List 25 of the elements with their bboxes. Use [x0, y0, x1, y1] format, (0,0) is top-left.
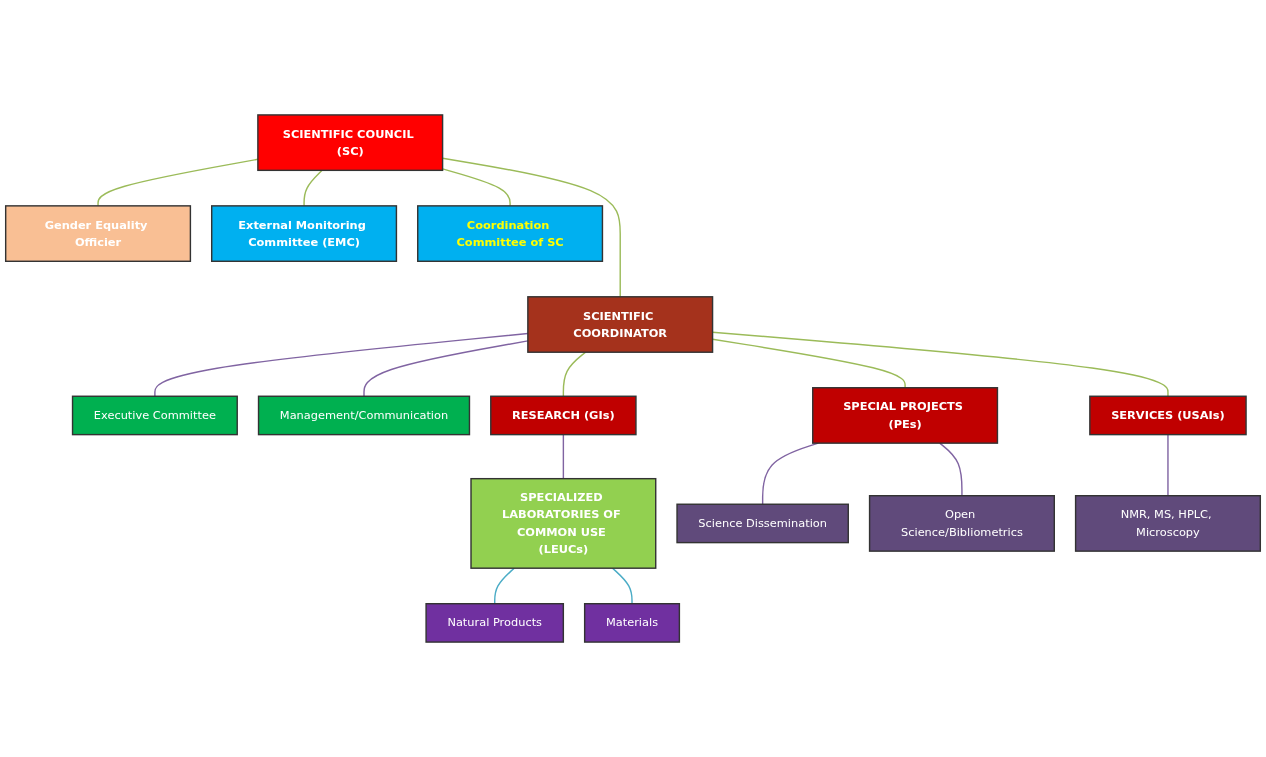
node-box: Gender Equality Officier [4, 205, 192, 262]
connector [1167, 433, 1169, 497]
connector [562, 433, 565, 480]
connector [441, 168, 511, 207]
node-box: Executive Committee [71, 395, 238, 436]
node-box: Science Dissemination [676, 503, 849, 544]
node-box: External Monitoring Committee (EMC) [211, 205, 398, 262]
node-box: SCIENTIFIC COUNCIL (SC) [257, 114, 444, 172]
node-box: Open Science/Bibliometrics [868, 495, 1055, 552]
connector [939, 442, 963, 497]
connector [611, 567, 633, 605]
connector [494, 567, 515, 605]
node-box: SERVICES (USAIs) [1089, 395, 1247, 436]
node-box: Management/Communication [257, 395, 471, 436]
node-box: SCIENTIFIC COORDINATOR [527, 296, 714, 353]
node-box: SPECIALIZED LABORATORIES OF COMMON USE (LEUCs) [470, 477, 657, 569]
connector [562, 351, 587, 397]
node-box: RESEARCH (GIs) [490, 395, 637, 436]
node-box: Materials [583, 603, 681, 643]
node-box: Coordination Committee of SC [417, 205, 604, 262]
node-box: SPECIAL PROJECTS (PEs) [812, 387, 999, 444]
node-box: Natural Products [425, 603, 565, 643]
node-box: NMR, MS, HPLC, Microscopy [1074, 495, 1262, 552]
connector [303, 169, 323, 207]
connector [441, 157, 621, 298]
